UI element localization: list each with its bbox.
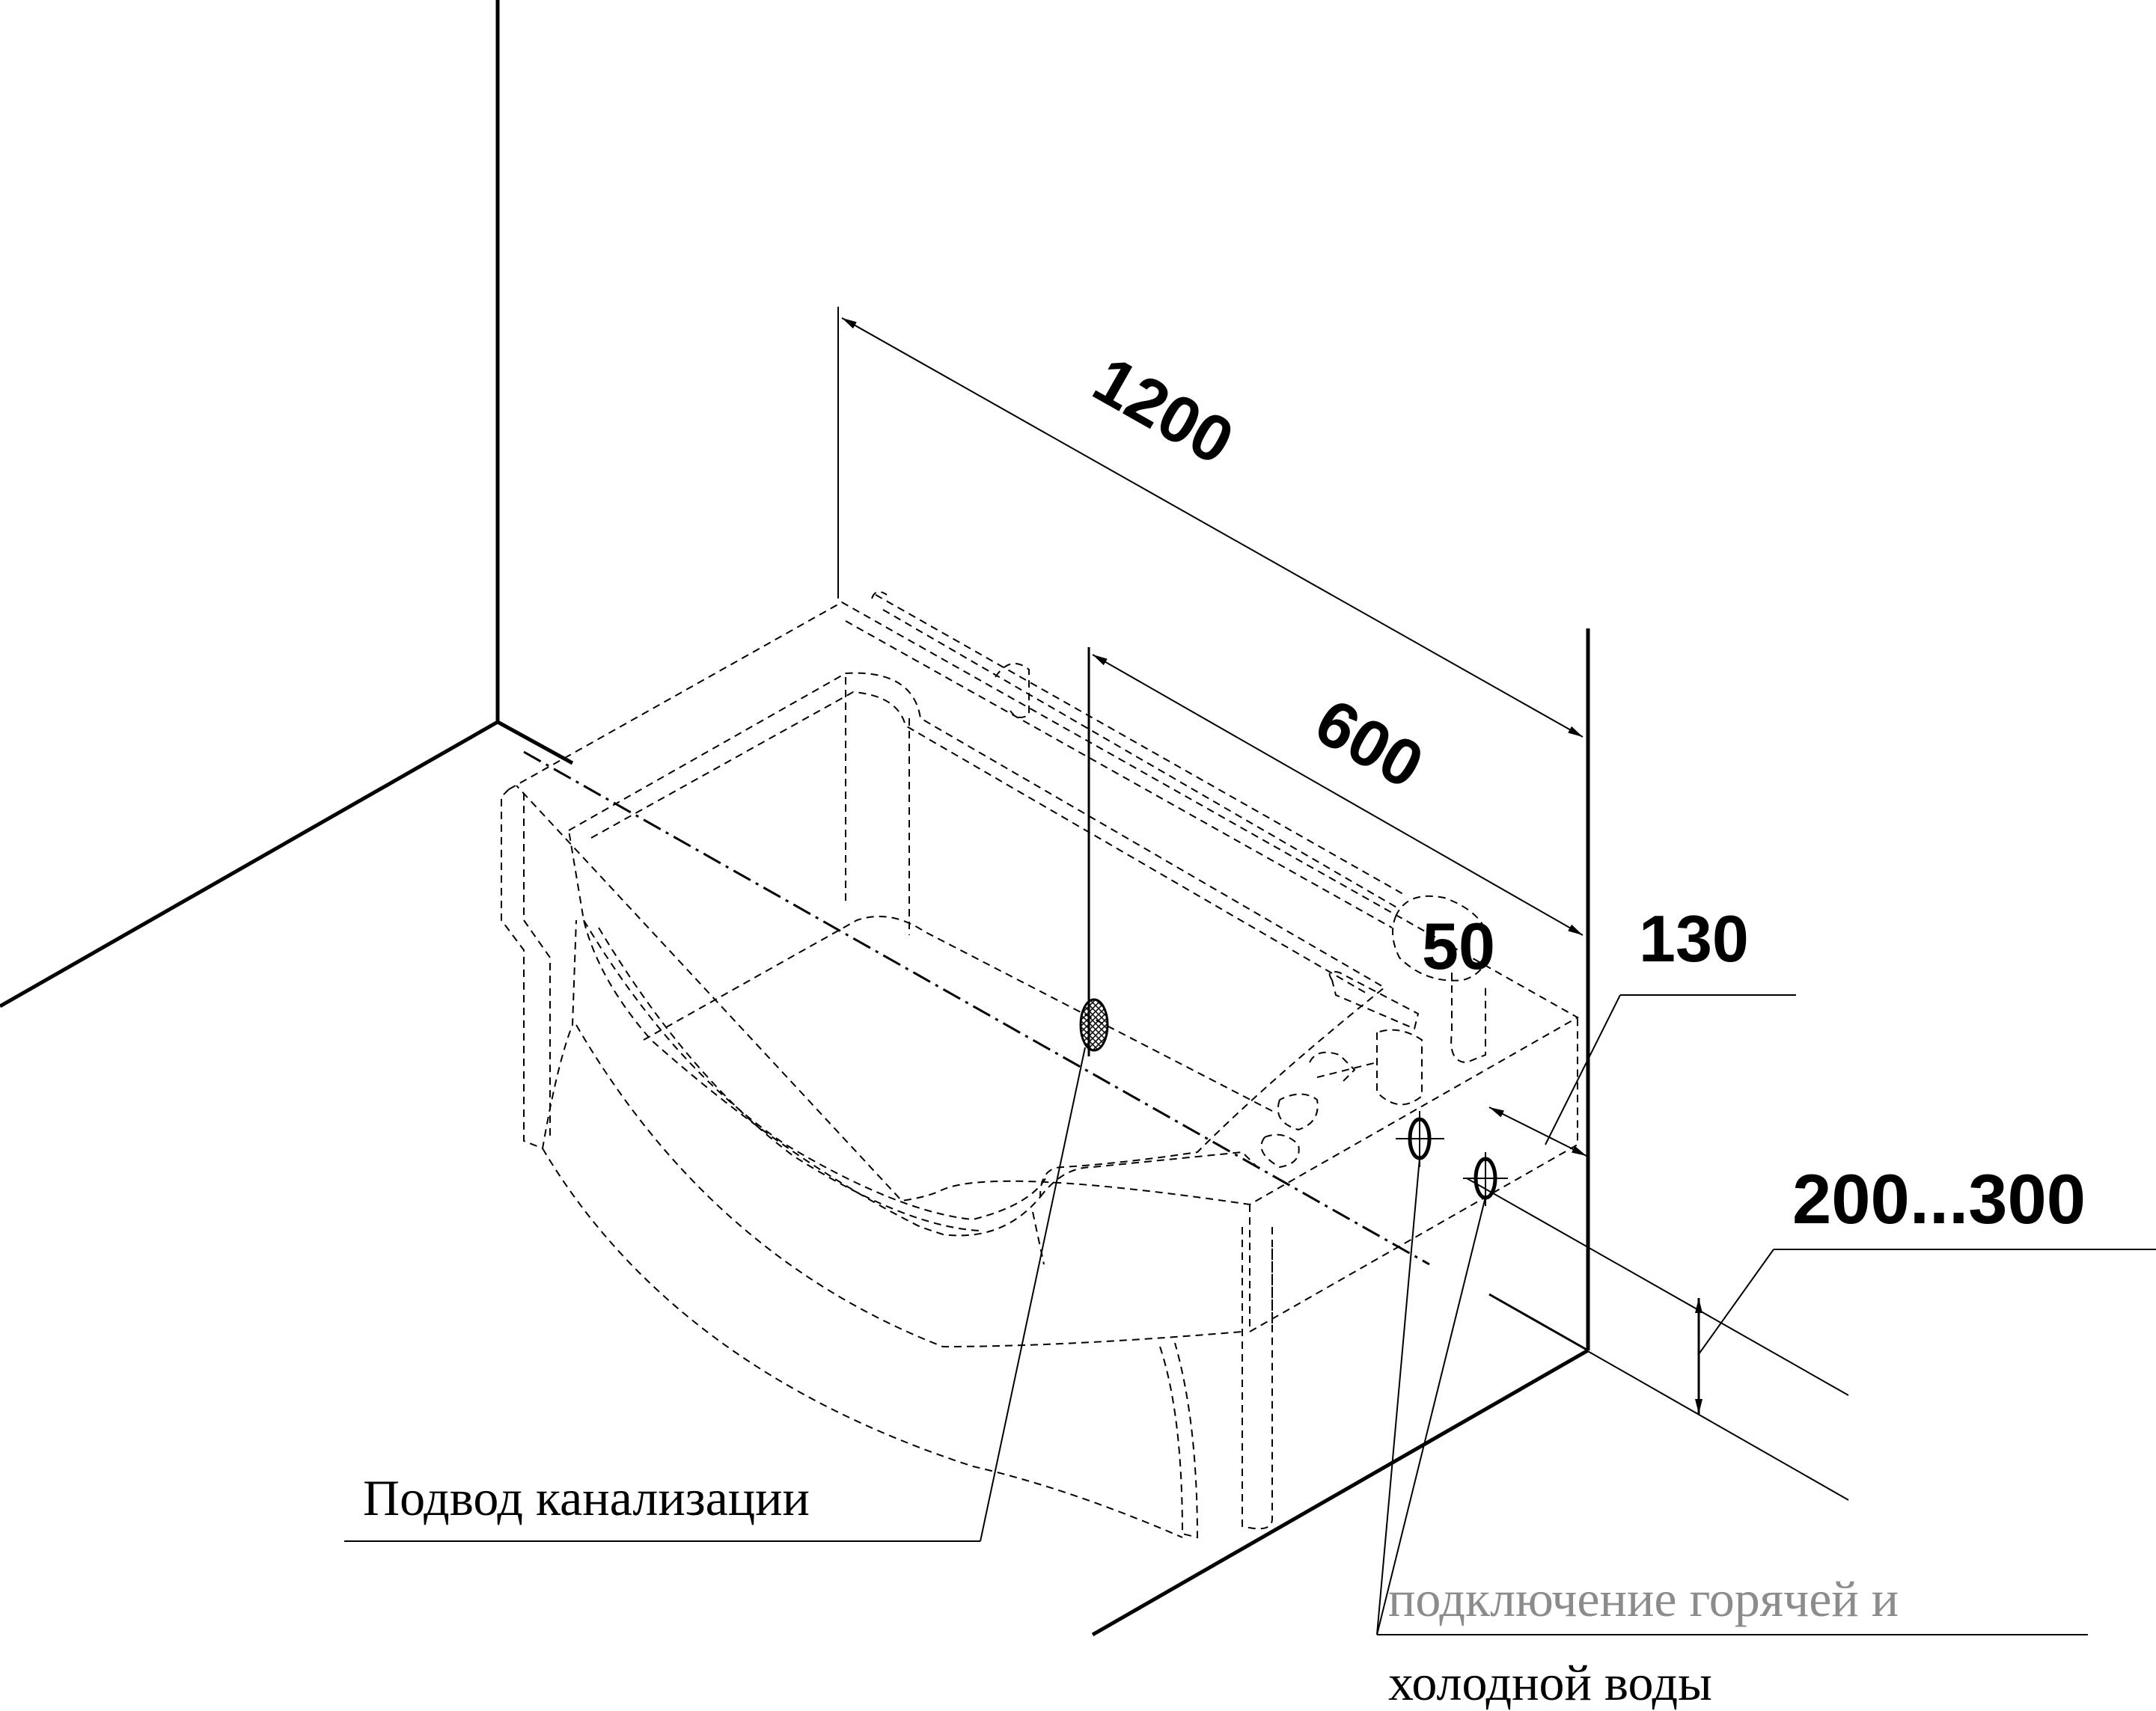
tub-back-rail-2 — [845, 620, 1393, 928]
water-leader-hot — [1376, 1196, 1486, 1635]
tub-front-apron-inner — [575, 1024, 1243, 1348]
tub-right-support — [1242, 1227, 1273, 1530]
tub-headrest — [1032, 1151, 1258, 1265]
dim-label-600: 600 — [1304, 684, 1436, 802]
dim-label-1200: 1200 — [1081, 342, 1245, 479]
tub-right-face — [1249, 1017, 1578, 1333]
spout — [1328, 970, 1420, 1030]
wall-floor-junction — [496, 720, 574, 765]
water-note-text-line2: холодной воды — [1388, 1654, 1712, 1711]
water-note: подключение горячей и холодной воды — [1376, 1157, 2088, 1711]
room-corner — [0, 0, 1590, 1637]
floor-edge-right-2 — [1488, 1293, 1589, 1352]
ext-line-200-300-bottom — [1586, 1350, 1849, 1501]
drain-outlet — [1079, 998, 1109, 1052]
tub-bowl-front-curve — [583, 919, 1048, 1221]
shower-holder — [1392, 895, 1491, 982]
floor-edge-left — [0, 720, 499, 1008]
dim-label-200-300: 200...300 — [1792, 1160, 2086, 1238]
tub-front-apron — [542, 1148, 1183, 1538]
dimension-1200: 1200 — [837, 307, 1584, 738]
mixer-body — [1376, 1029, 1423, 1106]
tub-left-end-inner — [523, 793, 551, 1137]
dim-line-130 — [1488, 1107, 1587, 1157]
ext-line-130 — [1466, 1178, 1849, 1396]
dim-line-1200 — [841, 317, 1584, 738]
dimension-200-300: 200...300 — [1586, 1160, 2156, 1501]
tub-right-foot — [1159, 1342, 1199, 1539]
tub-bowl-front-curve-2 — [598, 927, 981, 1231]
tub-left-end — [501, 789, 577, 1150]
water-note-text-line1: подключение горячей и — [1388, 1570, 1899, 1627]
leader-200-300 — [1698, 1249, 1774, 1355]
drain-note: Подвод канализации — [344, 1047, 1086, 1542]
dimension-130: 130 — [1466, 902, 1849, 1396]
leader-130 — [1545, 994, 1621, 1145]
faucet-assembly — [1260, 895, 1491, 1169]
dimension-600: 600 — [1092, 654, 1584, 936]
tub-bowl-inner-2 — [590, 691, 1370, 996]
valve-stem — [1316, 1062, 1378, 1078]
dim-line-600 — [1092, 654, 1584, 936]
dim-label-130: 130 — [1639, 902, 1749, 976]
tub-rim-outer — [508, 601, 1580, 1206]
water-leader-cold — [1376, 1157, 1420, 1635]
drain-leader — [980, 1047, 1086, 1542]
valve-front — [1260, 1133, 1300, 1169]
drain-note-text: Подвод канализации — [363, 1469, 810, 1526]
tub-bowl-floor — [643, 916, 1273, 1112]
dim-label-50: 50 — [1422, 909, 1495, 983]
bathtub-outline — [501, 591, 1580, 1539]
tub-bowl-inner — [567, 672, 1386, 1237]
waste-fitting — [1309, 1051, 1356, 1086]
valve-left — [1277, 1093, 1319, 1131]
floor-edge-right — [1091, 1348, 1589, 1637]
tub-centre-line — [523, 750, 1430, 1266]
shower-hose — [1450, 973, 1486, 1064]
tub-bowl-floor-2 — [845, 677, 910, 935]
